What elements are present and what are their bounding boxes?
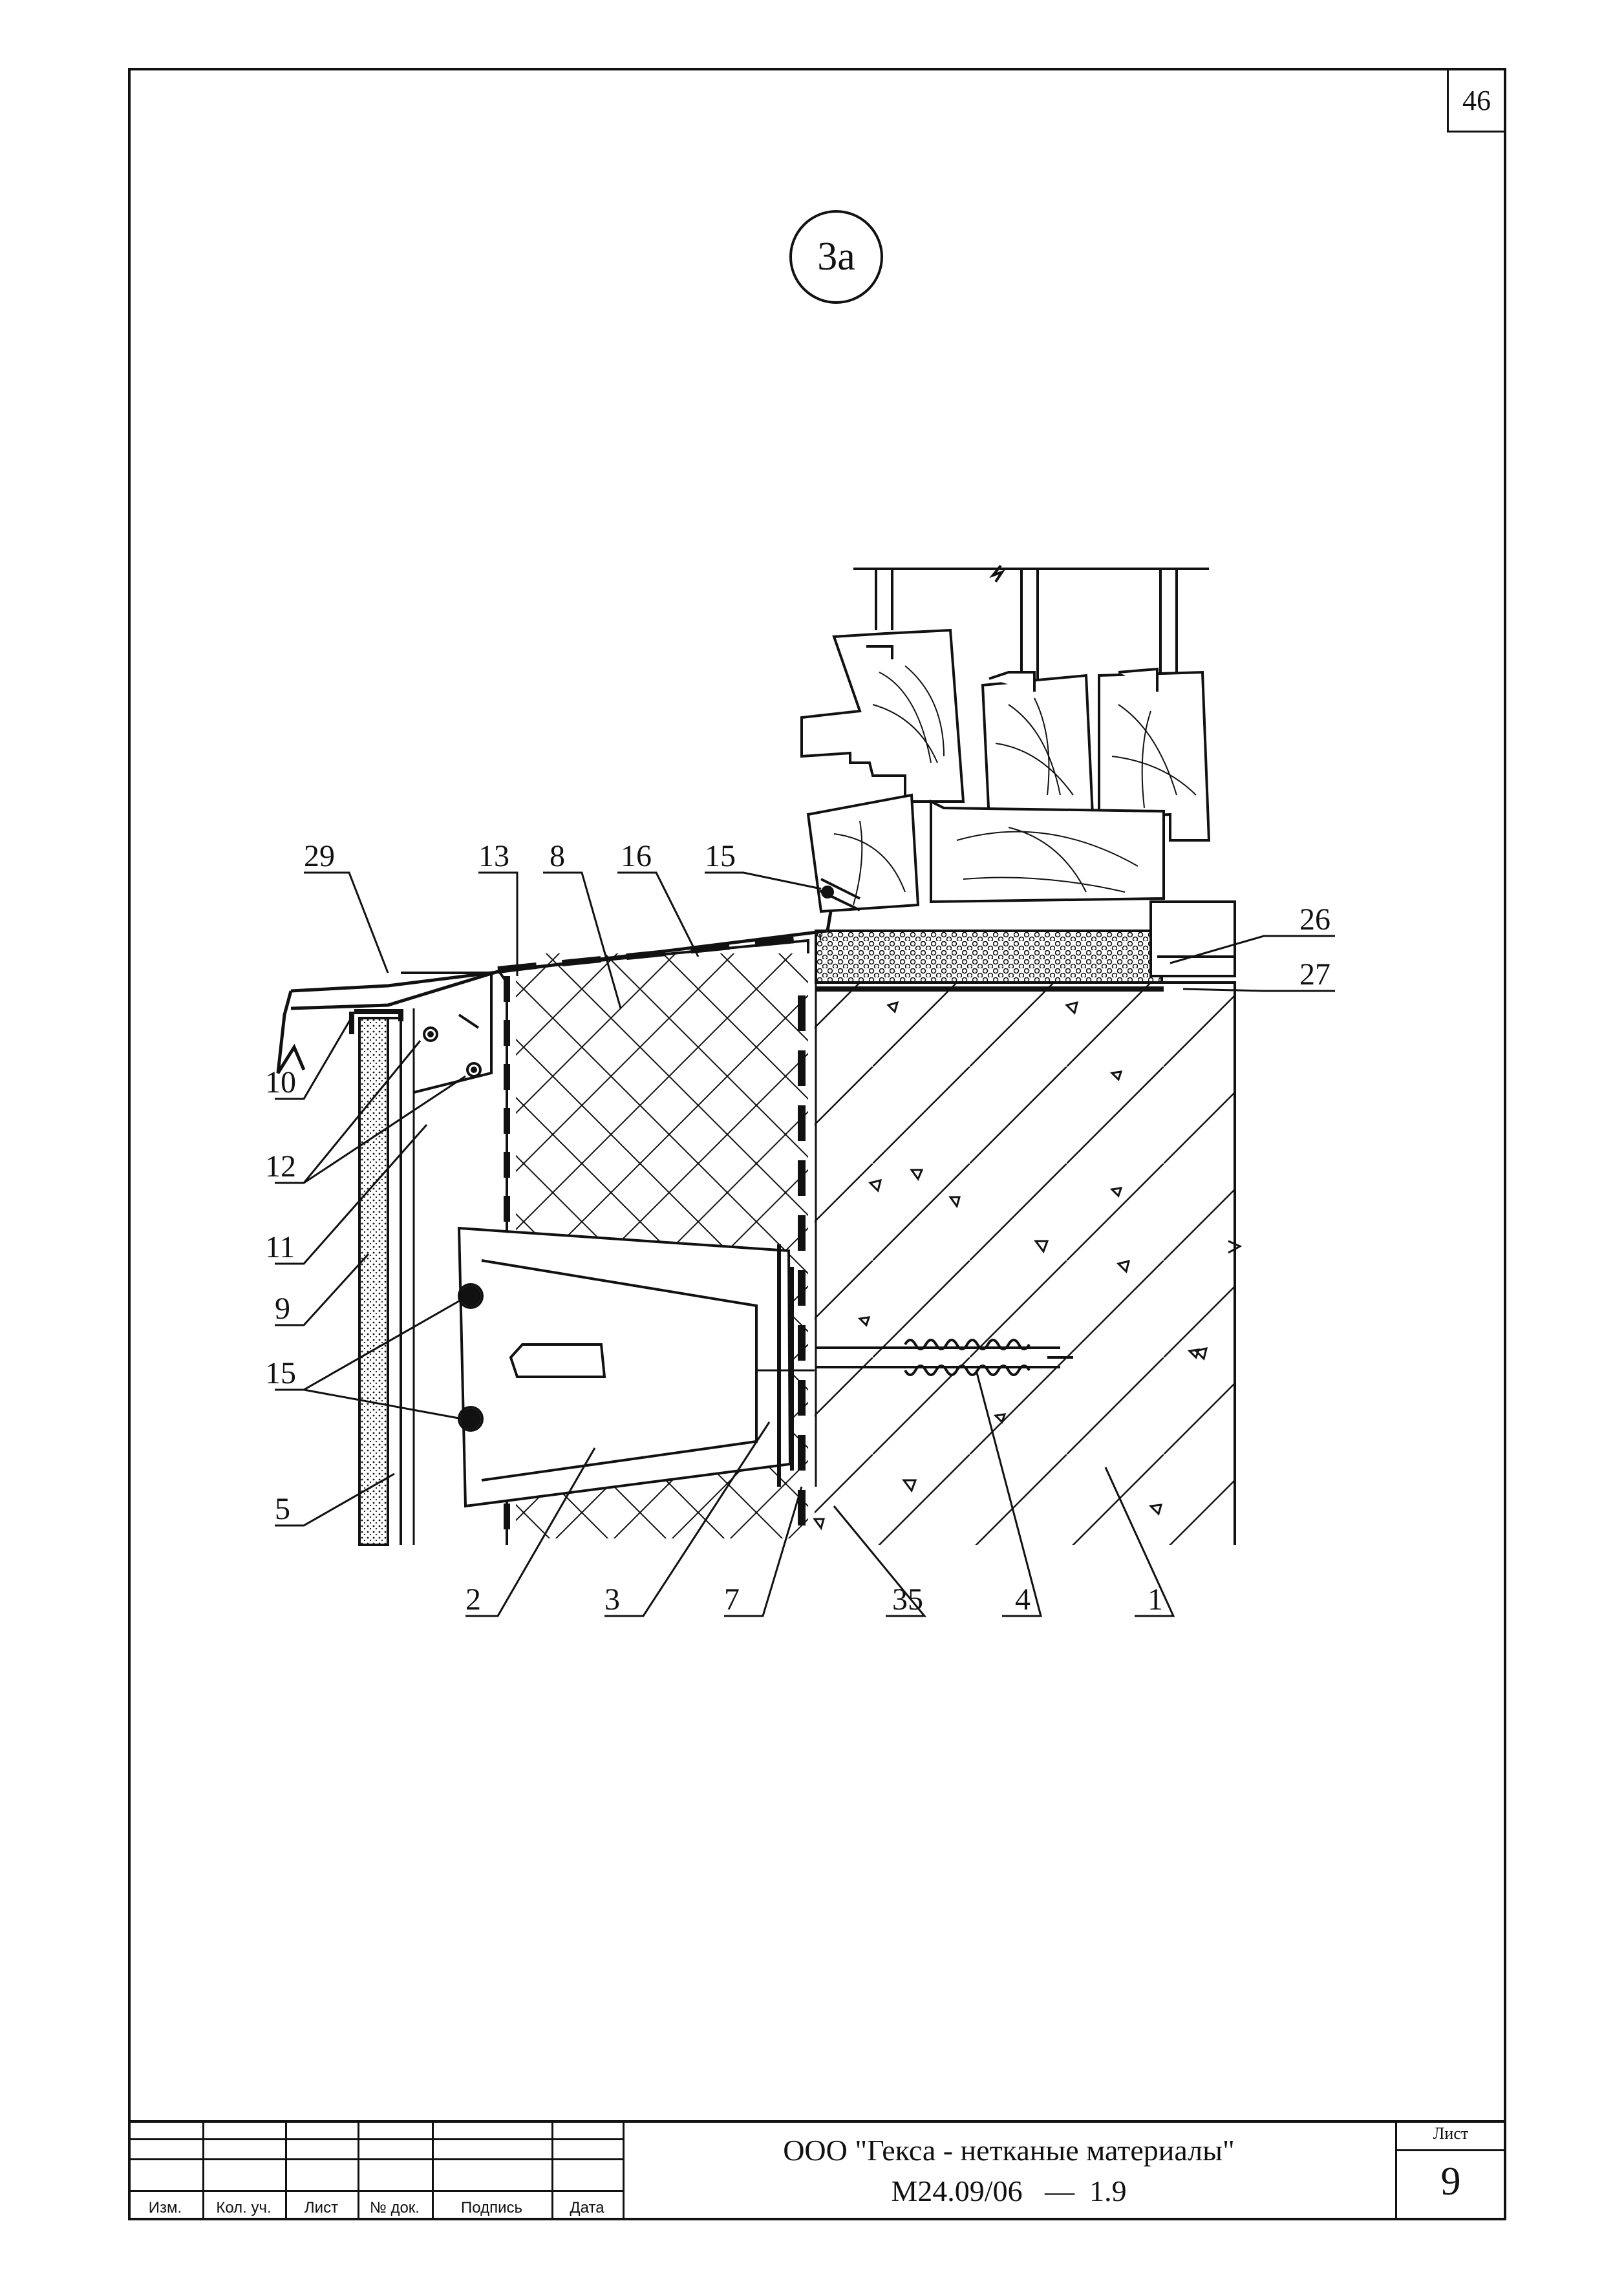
callout-10: 10	[265, 1065, 296, 1100]
leader-lines	[275, 871, 1335, 1617]
foam-seal	[815, 900, 1236, 992]
callout-13: 13	[478, 839, 509, 873]
sheet-number: 9	[1440, 2160, 1461, 2204]
detail-marker: 3а	[789, 210, 883, 304]
callout-9: 9	[275, 1292, 290, 1326]
window-frame	[800, 564, 1211, 913]
callout-16: 16	[621, 839, 652, 873]
concrete-wall	[813, 981, 1243, 1545]
document-code: М24.09/06 — 1.9	[891, 2174, 1127, 2207]
stamp-header-izm: Изм.	[148, 2199, 182, 2216]
callout-3: 3	[604, 1582, 620, 1617]
stamp-header-list: Лист	[304, 2199, 339, 2216]
callout-15-top: 15	[705, 839, 736, 873]
callout-labels: 29 13 8 16 15 26 27 10 12 11 9 15 5 2 3 …	[265, 839, 1330, 1617]
organization-name: ООО "Гекса - нетканые материалы"	[783, 2134, 1235, 2167]
flashing-screw	[819, 878, 860, 911]
facade-cladding	[349, 1008, 415, 1546]
callout-12: 12	[265, 1149, 296, 1184]
callout-29: 29	[304, 839, 335, 873]
title-block: Изм. Кол. уч. Лист № док. Подпись Дата О…	[128, 2120, 1506, 2220]
callout-7: 7	[724, 1582, 740, 1617]
sheet-label: Лист	[1433, 2124, 1469, 2143]
callout-2: 2	[465, 1582, 481, 1617]
callout-4: 4	[1015, 1582, 1031, 1617]
anchor-dowel	[816, 1339, 1073, 1376]
stamp-header-doc-no: № док.	[370, 2199, 420, 2216]
callout-8: 8	[550, 839, 565, 873]
mounting-bracket	[457, 1226, 815, 1508]
callout-26: 26	[1299, 902, 1330, 937]
stamp-header-signature: Подпись	[461, 2199, 522, 2216]
callout-27: 27	[1299, 957, 1330, 992]
drawing-frame	[128, 68, 1506, 2220]
callout-11: 11	[265, 1230, 295, 1264]
guide-rail	[401, 972, 493, 1094]
stamp-header-kol-uch: Кол. уч.	[216, 2199, 272, 2216]
callout-5: 5	[275, 1492, 290, 1526]
sheet-corner-number: 46	[1447, 68, 1506, 133]
callout-1: 1	[1148, 1582, 1163, 1617]
callout-15: 15	[265, 1356, 296, 1390]
callout-35: 35	[892, 1582, 923, 1617]
stamp-header-date: Дата	[570, 2199, 604, 2216]
wood-grain	[833, 665, 1197, 906]
